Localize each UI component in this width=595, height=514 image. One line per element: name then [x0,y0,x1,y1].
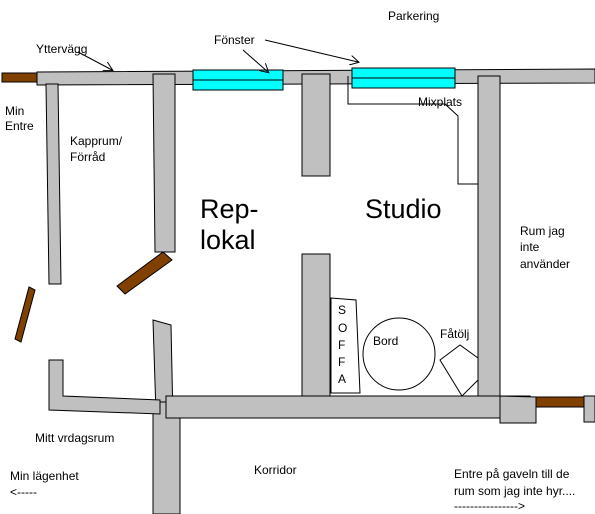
sofa-letter-4: F [338,355,346,369]
bottom-wall-end [583,395,595,423]
rehearsal-left-wall [152,73,176,253]
living-room-label: Mitt vrdagsrum [35,431,115,445]
rehearsal-door [116,251,173,295]
rehearsal-room-label-1: Rep- [200,194,259,224]
sofa-letter-2: O [338,321,348,335]
studio-right-wall [477,75,501,411]
coat-room-label-2: Förråd [70,150,106,164]
outer-wall-label: Yttervägg [36,42,88,56]
bottom-wall [48,359,161,415]
right-arrow-label: ----------------> [454,499,525,513]
partition-upper [301,73,331,177]
entrance-door [1,72,38,83]
coat-room-label-1: Kapprum/ [70,134,123,148]
window-label: Fönster [214,33,255,47]
studio-label: Studio [365,194,442,224]
window-arrow-left [242,49,268,72]
window-arrow-right [264,39,358,62]
armchair-label: Fåtölj [440,327,470,341]
gable-door [535,396,585,408]
unused-room-label-1: Rum jag [520,224,565,238]
partition-lower [301,253,331,419]
corridor-label: Korridor [254,463,297,477]
gable-entrance-label-1: Entre på gaveln till de [454,467,570,481]
gable-entrance-label-2: rum som jag inte hyr.... [454,484,576,498]
sofa-letter-3: F [338,338,346,352]
corridor-wall [152,401,181,514]
left-arrow-label: <----- [10,485,37,499]
coat-room-door [14,286,36,343]
parking-label: Parkering [388,9,440,23]
unused-room-label-2: inte [520,240,540,254]
rehearsal-room-label-2: lokal [200,225,256,255]
table-label: Bord [373,334,399,348]
my-entrance-label-1: Min [5,104,25,118]
mix-desk [347,76,478,185]
sofa-letter-5: A [338,372,347,386]
mix-place-label: Mixplats [418,95,463,109]
table [362,317,436,391]
sofa [330,297,361,394]
coat-room-left-wall [45,83,62,285]
sofa-letter-1: S [338,303,347,317]
outer-wall-arrow [77,51,112,70]
bottom-wall-mid [165,395,531,419]
my-apartment-label: Min lägenhet [10,469,79,483]
bottom-wall-right [499,395,537,424]
unused-room-label-3: använder [520,257,571,271]
armchair [439,344,479,397]
my-entrance-label-2: Entre [5,119,34,133]
